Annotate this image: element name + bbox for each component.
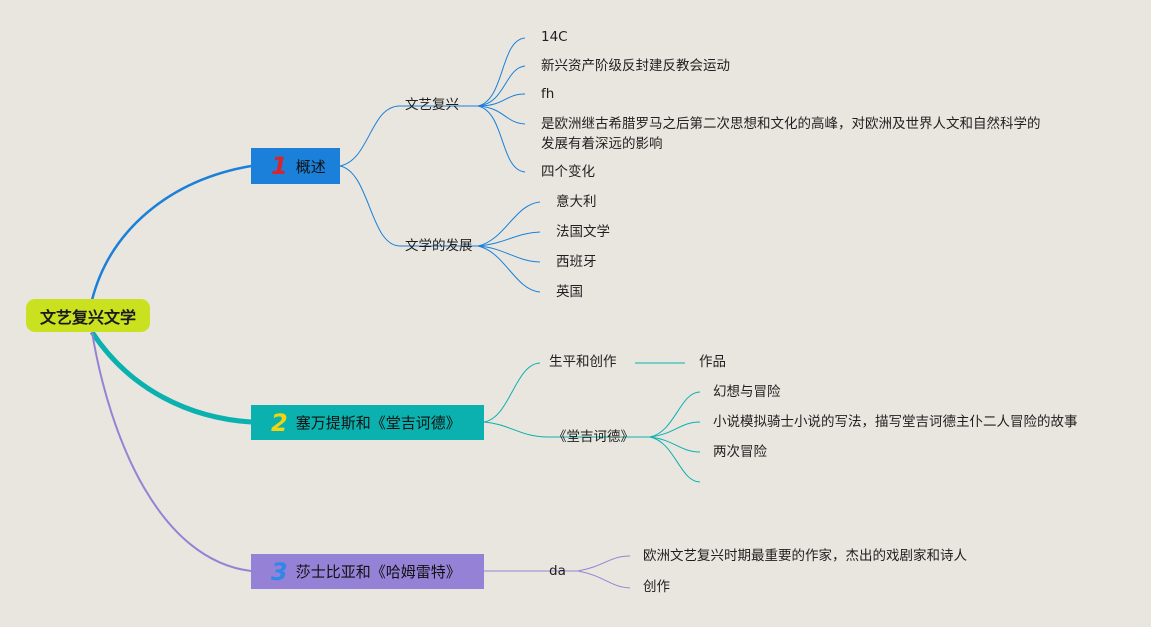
node-creation[interactable]: 创作	[643, 579, 670, 595]
node-england[interactable]: 英国	[556, 284, 583, 300]
root-label: 文艺复兴文学	[39, 307, 136, 327]
branch-number-1: 1	[271, 152, 288, 180]
node-peak-description[interactable]: 是欧洲继古希腊罗马之后第二次思想和文化的高峰，对欧洲及世界人文和自然科学的发展有…	[541, 116, 1041, 152]
node-important-writer[interactable]: 欧洲文艺复兴时期最重要的作家，杰出的戏剧家和诗人	[643, 548, 967, 564]
root-node[interactable]: 文艺复兴文学	[26, 299, 150, 332]
branch-overview[interactable]: 1 概述	[251, 148, 340, 184]
branch-label-shakespeare: 莎士比亚和《哈姆雷特》	[295, 563, 461, 581]
node-fantasy-adventure[interactable]: 幻想与冒险	[713, 384, 781, 400]
node-fh[interactable]: fh	[541, 86, 555, 102]
node-works[interactable]: 作品	[699, 354, 726, 370]
branch-number-2: 2	[271, 408, 288, 437]
branch-shakespeare[interactable]: 3 莎士比亚和《哈姆雷特》	[251, 554, 484, 589]
link-root-b3	[91, 331, 252, 572]
link-root-b1	[90, 164, 252, 301]
branch-number-3: 3	[271, 557, 288, 586]
link-root-b2	[89, 330, 252, 425]
node-two-adventures[interactable]: 两次冒险	[713, 444, 767, 460]
node-spain[interactable]: 西班牙	[556, 254, 597, 270]
node-da[interactable]: da	[549, 563, 566, 579]
node-french-literature[interactable]: 法国文学	[556, 224, 610, 240]
node-novel-description[interactable]: 小说模拟骑士小说的写法，描写堂吉诃德主仆二人冒险的故事	[713, 414, 1078, 430]
node-don-quixote[interactable]: 《堂吉诃德》	[553, 429, 634, 445]
node-four-changes[interactable]: 四个变化	[541, 164, 595, 180]
node-literature-development[interactable]: 文学的发展	[405, 238, 473, 254]
node-14c[interactable]: 14C	[541, 29, 568, 45]
branch-label-cervantes: 塞万提斯和《堂吉诃德》	[295, 414, 461, 432]
node-bourgeois-movement[interactable]: 新兴资产阶级反封建反教会运动	[541, 58, 730, 74]
node-renaissance[interactable]: 文艺复兴	[405, 97, 459, 113]
node-italy[interactable]: 意大利	[556, 194, 597, 210]
branch-label-overview: 概述	[295, 157, 326, 176]
branch-cervantes[interactable]: 2 塞万提斯和《堂吉诃德》	[251, 405, 484, 440]
node-life-and-works[interactable]: 生平和创作	[549, 354, 617, 370]
